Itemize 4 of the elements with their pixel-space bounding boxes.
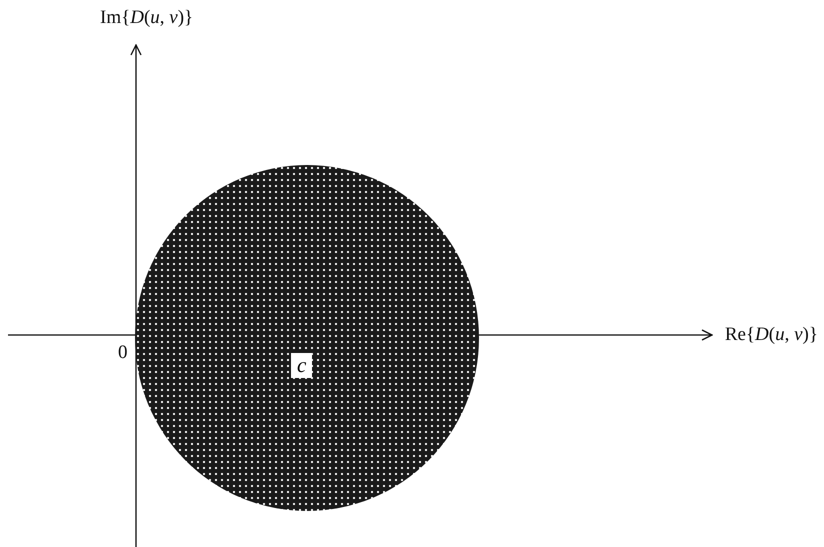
center-label: c [291,353,312,378]
origin-label: 0 [118,343,128,362]
axis-label: Im{D(u, v)} [100,8,194,27]
axis-label: Re{D(u, v)} [724,325,818,344]
